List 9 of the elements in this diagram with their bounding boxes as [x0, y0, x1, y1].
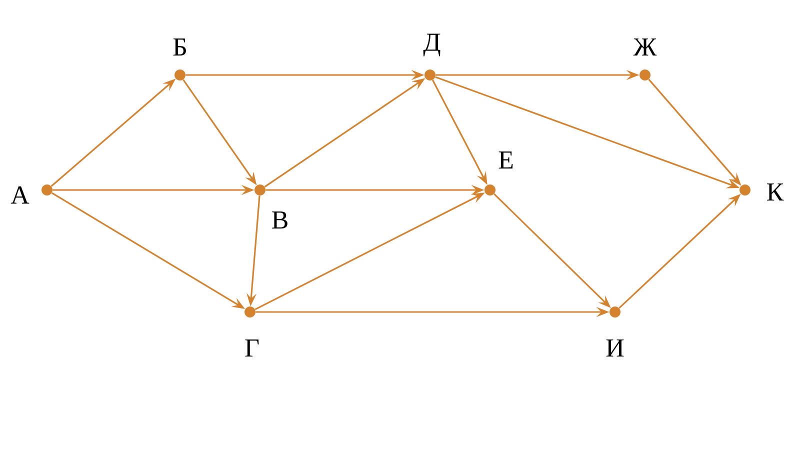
vertex-label: Ж: [633, 38, 657, 56]
vertex-label: Д: [423, 34, 440, 56]
vertex-label: Б: [173, 38, 186, 56]
vertex-label: К: [767, 183, 784, 200]
vertex-label: А: [10, 186, 30, 204]
vertex-label: Е: [498, 151, 513, 168]
vertex-label: Г: [245, 339, 259, 356]
vertex-label: И: [606, 339, 624, 356]
vertex-label: В: [272, 211, 288, 229]
